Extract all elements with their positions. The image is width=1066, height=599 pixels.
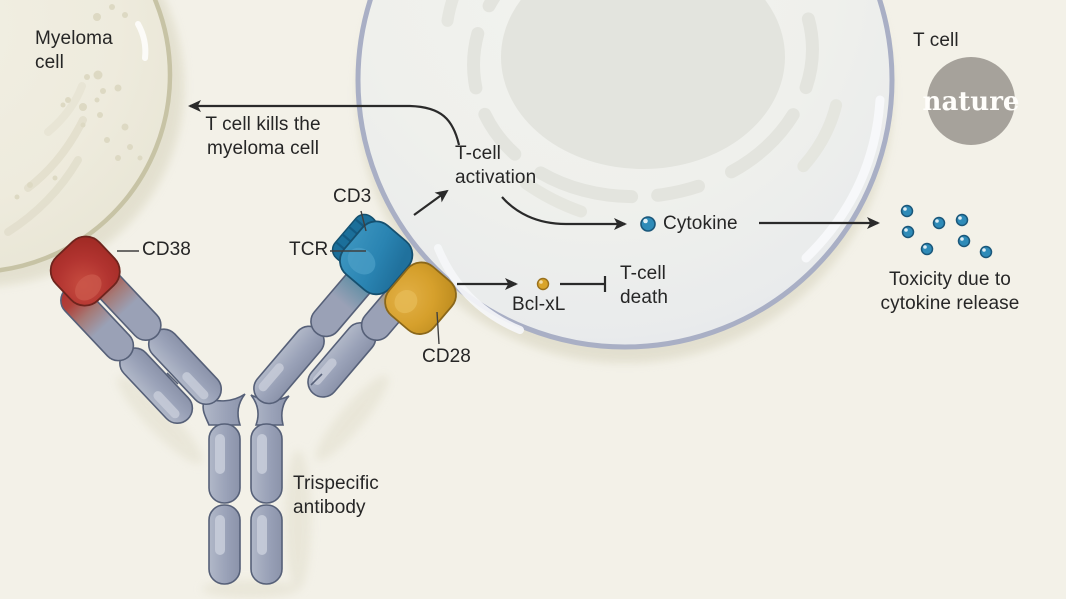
myeloma-cell-label-line2: cell <box>35 52 64 73</box>
cd28-pointer-line <box>436 311 440 345</box>
activation-caption-line2: activation <box>455 167 537 188</box>
antibody-stem <box>202 393 290 585</box>
trispecific-antibody-label: Trispecific antibody <box>293 472 379 520</box>
cd3-label: CD3 <box>333 186 372 207</box>
cd3-pointer-line <box>360 210 367 232</box>
cd28-label: CD28 <box>422 346 471 367</box>
antibody-shadow <box>117 375 389 598</box>
pathway-arrows <box>188 100 880 292</box>
label-pointer-lines <box>117 210 440 345</box>
cytokine-cluster <box>900 204 993 259</box>
myeloma-texture-streaks <box>4 82 87 236</box>
nature-logo-circle <box>927 57 1015 145</box>
kills-arrow <box>188 100 461 146</box>
myeloma-highlight <box>135 21 149 61</box>
myeloma-speckles <box>14 4 143 200</box>
t-cell-nucleus <box>501 0 785 169</box>
t-cell-organelle-ring-outer <box>439 0 847 232</box>
myeloma-cell-label: Myeloma cell <box>35 27 113 75</box>
kills-caption-line1: T cell kills the <box>205 114 321 135</box>
disulfide-links <box>166 372 323 386</box>
toxicity-caption-line2: cytokine release <box>880 293 1020 314</box>
t-cell-death-caption: T-cell death <box>620 262 668 310</box>
bcl-xl-label: Bcl-xL <box>512 294 566 315</box>
t-cell-highlight-right <box>801 95 885 263</box>
nature-logo: nature <box>923 57 1020 145</box>
t-cell-death-line2: death <box>620 287 669 308</box>
trispecific-antibody-graphic <box>49 213 457 585</box>
trispecific-antibody-label-line1: Trispecific <box>293 473 379 494</box>
antibody-left-arm <box>49 235 223 425</box>
cd38-binding-domain <box>49 235 121 307</box>
t-cell-shape <box>355 0 895 363</box>
cd38-label: CD38 <box>142 239 191 260</box>
toxicity-caption-line1: Toxicity due to <box>889 269 1011 290</box>
activation-caption-line1: T-cell <box>455 143 501 164</box>
cd3-tcr-binding-domain <box>331 213 414 296</box>
bcl-xl-dot <box>536 277 550 291</box>
activation-caption: T-cell activation <box>455 142 536 190</box>
myeloma-cell-label-line1: Myeloma <box>35 28 113 49</box>
cytokine-dot <box>640 216 656 232</box>
nature-logo-text: nature <box>923 87 1020 117</box>
t-cell-organelle-ring <box>467 0 819 204</box>
kills-caption: T cell kills the myeloma cell <box>182 113 344 161</box>
t-cell-death-line1: T-cell <box>620 263 666 284</box>
myeloma-cell-shape <box>0 0 184 286</box>
activation-arrow <box>413 189 449 216</box>
cytokine-arrow <box>501 196 627 230</box>
kills-caption-line2: myeloma cell <box>206 138 320 159</box>
cd28-binding-domain <box>384 261 457 335</box>
cytokine-label: Cytokine <box>663 213 738 234</box>
trispecific-antibody-label-line2: antibody <box>293 497 366 518</box>
toxicity-caption: Toxicity due to cytokine release <box>854 268 1046 316</box>
t-cell-highlight-bottom <box>434 244 524 334</box>
antibody-right-arm <box>253 213 457 405</box>
t-cell-label: T cell <box>913 30 959 51</box>
tcr-label: TCR <box>289 239 329 260</box>
